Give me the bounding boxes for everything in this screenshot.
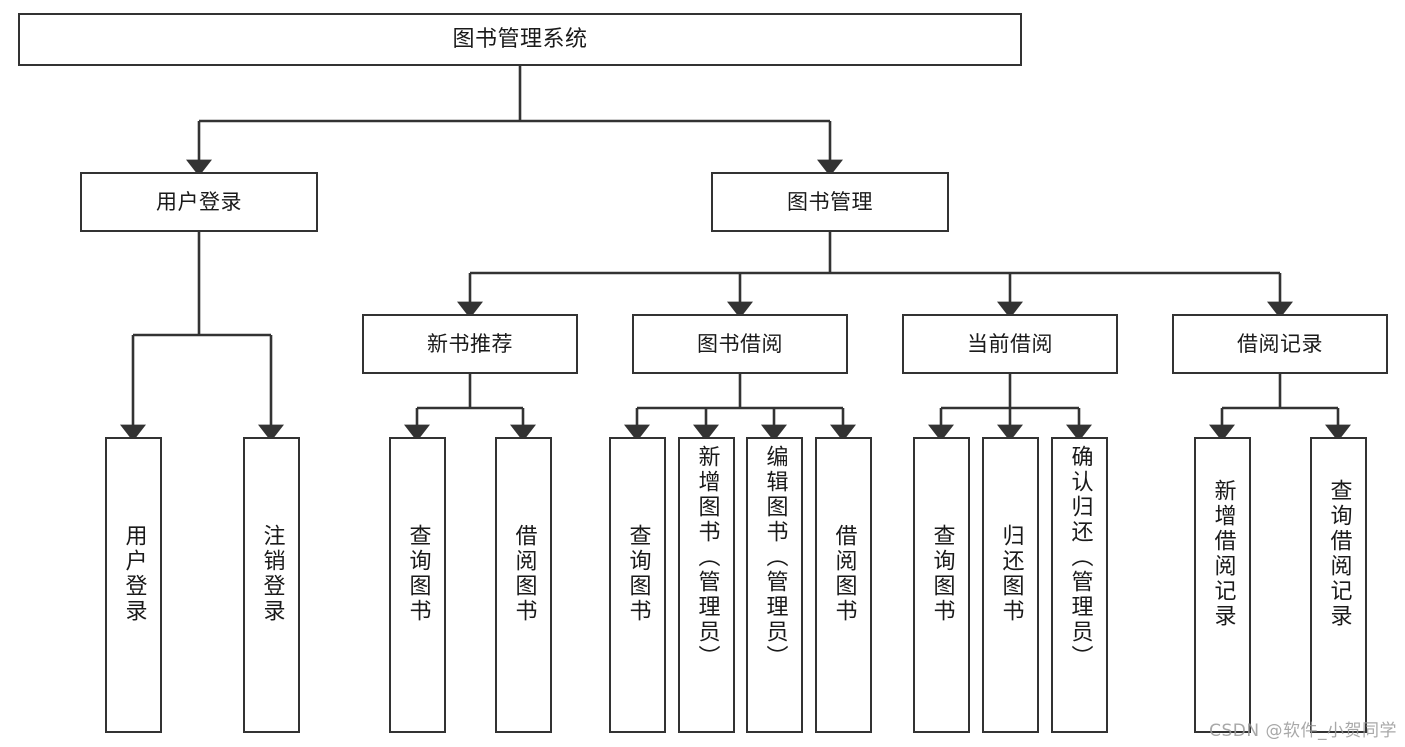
node-leaf-logout-login[interactable]: 注销登录 (243, 437, 300, 733)
node-new-book-recommend-label: 新书推荐 (427, 331, 513, 356)
node-leaf-add-record-label: 新增借阅记录 (1210, 479, 1236, 629)
node-leaf-add-book-label: 新增图书（管理员） (694, 445, 720, 670)
node-leaf-query-book-3[interactable]: 查询图书 (913, 437, 970, 733)
node-new-book-recommend[interactable]: 新书推荐 (362, 314, 578, 374)
node-leaf-edit-book-label: 编辑图书（管理员） (762, 445, 788, 670)
node-leaf-user-login[interactable]: 用户登录 (105, 437, 162, 733)
node-borrow-record-label: 借阅记录 (1237, 331, 1323, 356)
node-leaf-query-book-2[interactable]: 查询图书 (609, 437, 666, 733)
node-root[interactable]: 图书管理系统 (18, 13, 1022, 66)
node-leaf-add-record[interactable]: 新增借阅记录 (1194, 437, 1251, 733)
node-root-label: 图书管理系统 (452, 26, 588, 52)
node-user-login[interactable]: 用户登录 (80, 172, 318, 232)
node-leaf-confirm-return[interactable]: 确认归还（管理员） (1051, 437, 1108, 733)
node-leaf-query-record[interactable]: 查询借阅记录 (1310, 437, 1367, 733)
node-leaf-add-book[interactable]: 新增图书（管理员） (678, 437, 735, 733)
node-leaf-user-login-label: 用户登录 (121, 524, 147, 624)
csdn-watermark: CSDN @软件_小贺同学 (1209, 721, 1397, 741)
node-leaf-return-book[interactable]: 归还图书 (982, 437, 1039, 733)
node-book-manage[interactable]: 图书管理 (711, 172, 949, 232)
node-leaf-borrow-book-1[interactable]: 借阅图书 (495, 437, 552, 733)
node-leaf-query-record-label: 查询借阅记录 (1326, 479, 1352, 629)
node-leaf-confirm-return-label: 确认归还（管理员） (1067, 445, 1093, 670)
node-leaf-query-book-2-label: 查询图书 (625, 524, 651, 624)
node-leaf-query-book-1-label: 查询图书 (405, 524, 431, 624)
node-leaf-borrow-book-1-label: 借阅图书 (511, 524, 537, 624)
node-user-login-label: 用户登录 (156, 189, 242, 214)
node-book-manage-label: 图书管理 (787, 189, 873, 214)
node-book-borrow-label: 图书借阅 (697, 331, 783, 356)
node-leaf-borrow-book-2[interactable]: 借阅图书 (815, 437, 872, 733)
node-leaf-return-book-label: 归还图书 (998, 524, 1024, 624)
node-current-borrow[interactable]: 当前借阅 (902, 314, 1118, 374)
node-leaf-query-book-1[interactable]: 查询图书 (389, 437, 446, 733)
node-borrow-record[interactable]: 借阅记录 (1172, 314, 1388, 374)
node-book-borrow[interactable]: 图书借阅 (632, 314, 848, 374)
node-leaf-borrow-book-2-label: 借阅图书 (831, 524, 857, 624)
node-current-borrow-label: 当前借阅 (967, 331, 1053, 356)
node-leaf-edit-book[interactable]: 编辑图书（管理员） (746, 437, 803, 733)
node-leaf-logout-login-label: 注销登录 (259, 524, 285, 624)
node-leaf-query-book-3-label: 查询图书 (929, 524, 955, 624)
